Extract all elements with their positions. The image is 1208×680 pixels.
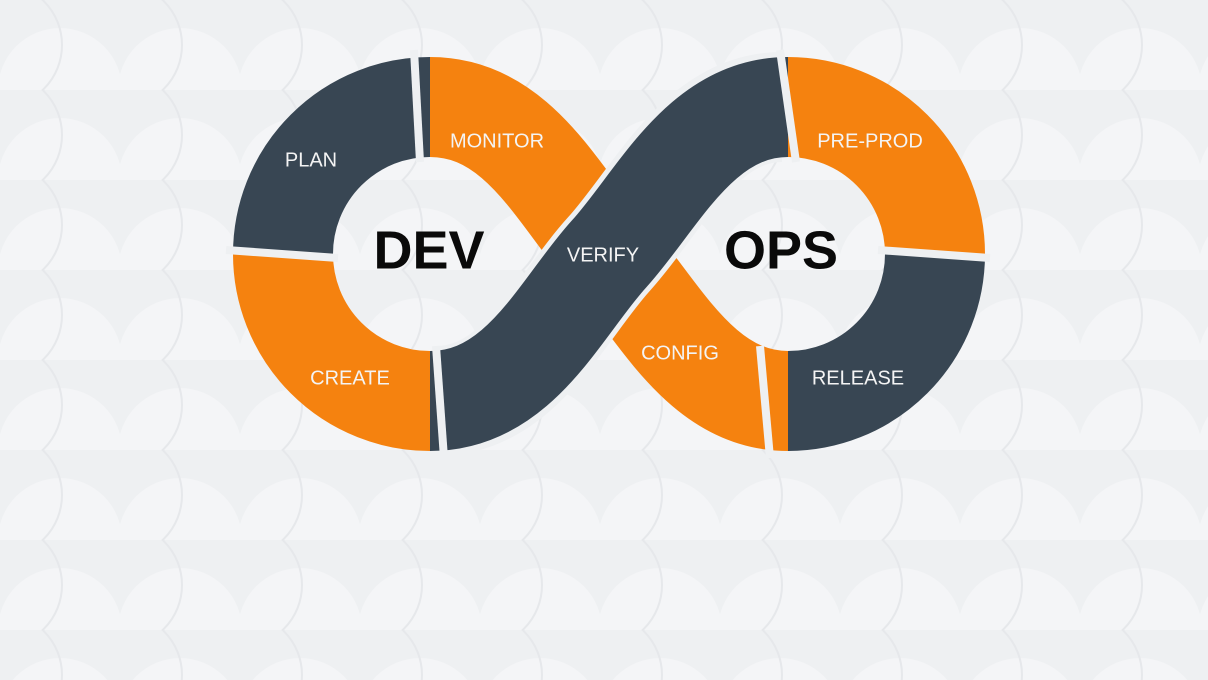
label-create: CREATE <box>310 367 390 389</box>
segment-plan <box>233 57 432 256</box>
segment-release <box>786 252 985 451</box>
label-pre-prod: PRE-PROD <box>817 130 923 152</box>
segment-create <box>233 252 432 451</box>
label-config: CONFIG <box>641 342 719 364</box>
segment-pre-prod <box>786 57 985 256</box>
separators <box>225 49 991 459</box>
label-verify: VERIFY <box>567 244 639 266</box>
label-ops: OPS <box>724 220 838 280</box>
label-dev: DEV <box>373 220 484 280</box>
label-monitor: MONITOR <box>450 130 544 152</box>
label-release: RELEASE <box>812 367 904 389</box>
segment-verify <box>427 57 791 451</box>
label-plan: PLAN <box>285 149 337 171</box>
